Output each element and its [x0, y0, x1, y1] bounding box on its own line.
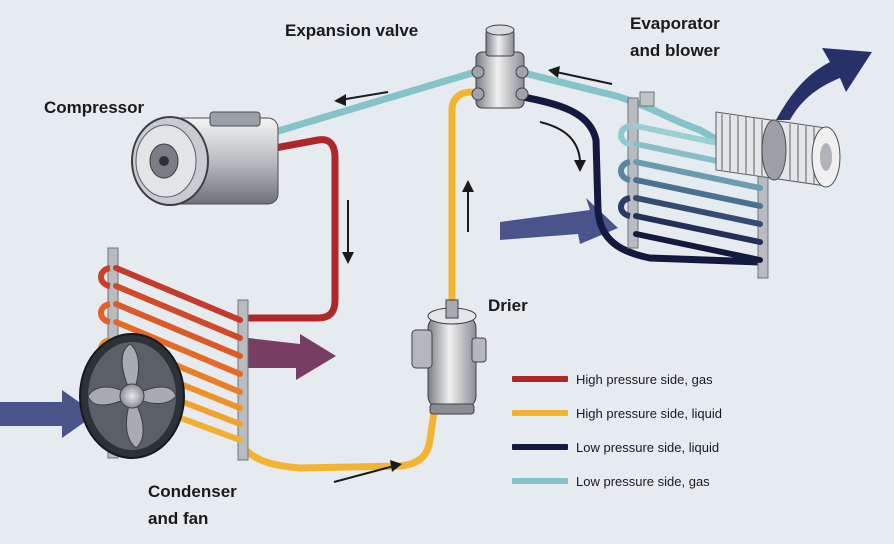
legend-swatch-low-gas — [512, 478, 568, 484]
expansion-valve — [471, 24, 529, 109]
label-condenser: Condenser — [148, 482, 237, 501]
label-condenser-fan: and fan — [148, 509, 209, 528]
label-compressor: Compressor — [44, 98, 145, 117]
airflow-arrow-evaporator-in — [500, 198, 618, 244]
airflow-arrow-condenser-out — [248, 334, 336, 380]
legend-swatch-high-liquid — [512, 410, 568, 416]
line-high-pressure-liquid — [244, 88, 476, 472]
line-high-pressure-gas — [246, 136, 339, 322]
flow-arrow-down-low-liquid — [539, 121, 586, 172]
legend-item: Low pressure side, gas — [512, 464, 772, 498]
line-low-pressure-liquid — [514, 92, 764, 266]
flow-arrow-to-drier — [333, 460, 402, 483]
legend-item: High pressure side, gas — [512, 362, 772, 396]
flow-arrow-down-high-gas — [342, 200, 354, 264]
legend-label: Low pressure side, liquid — [576, 439, 720, 455]
label-expansion-valve: Expansion valve — [285, 21, 419, 40]
legend-swatch-high-gas — [512, 376, 568, 382]
label-drier: Drier — [488, 296, 528, 315]
legend-label: High pressure side, gas — [576, 371, 713, 387]
blower — [715, 111, 841, 188]
legend-item: Low pressure side, liquid — [512, 430, 772, 464]
label-evaporator: Evaporator — [630, 14, 720, 33]
legend-item: High pressure side, liquid — [512, 396, 772, 430]
legend: High pressure side, gas High pressure si… — [512, 362, 772, 498]
label-evaporator-blower: and blower — [630, 41, 720, 60]
flow-arrow-up-liquid — [462, 180, 474, 232]
drier — [411, 299, 487, 415]
flow-arrow-to-compressor — [334, 91, 389, 106]
airflow-arrow-evaporator-out — [776, 48, 872, 120]
compressor — [131, 111, 279, 206]
legend-swatch-low-liquid — [512, 444, 568, 450]
airflow-arrow-condenser-in — [0, 390, 96, 438]
flow-arrow-from-evaporator — [548, 66, 613, 85]
condenser-fan — [79, 333, 185, 459]
line-low-pressure-gas — [261, 66, 764, 169]
legend-label: Low pressure side, gas — [576, 473, 710, 489]
legend-label: High pressure side, liquid — [576, 405, 722, 421]
